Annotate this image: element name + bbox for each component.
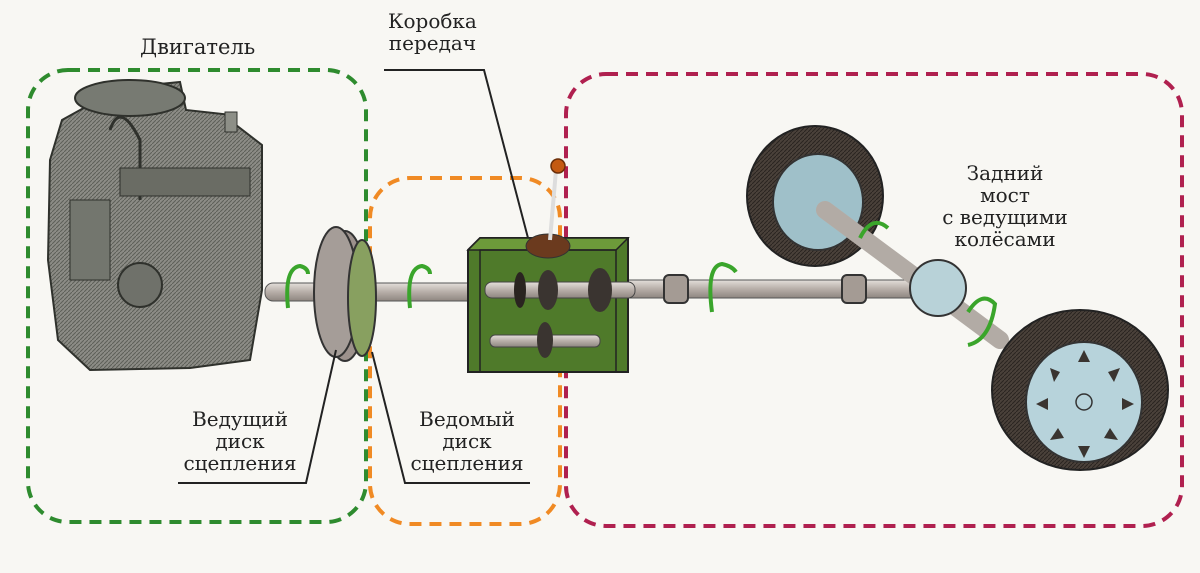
driven-disc-label-line: сцепления <box>410 451 524 475</box>
driving-disc-label: Ведущий диск сцепления <box>180 408 300 474</box>
driving-disc-leader-line <box>178 349 337 484</box>
rear-axle-label-line: Задний <box>966 161 1044 185</box>
rear-axle <box>746 125 1169 471</box>
rear-axle-label-line: колёсами <box>954 227 1056 251</box>
rotation-arrow-icon <box>407 263 432 309</box>
driven-disc <box>347 239 377 357</box>
engine-label: Двигатель <box>140 35 256 59</box>
engine <box>46 79 263 372</box>
clutch-assembly <box>313 226 377 362</box>
rotation-arrow-icon <box>285 263 310 309</box>
shift-boot <box>525 233 571 259</box>
rotation-arrow-icon <box>966 296 998 347</box>
differential <box>909 259 967 317</box>
rotation-arrow-icon <box>708 261 738 313</box>
universal-joint-front <box>663 274 689 304</box>
universal-joint-rear <box>841 274 867 304</box>
wheel-lower <box>991 309 1169 471</box>
shift-knob <box>550 158 566 174</box>
gearbox-label-line: передач <box>388 31 477 55</box>
gearbox-label: Коробка передач <box>388 10 477 54</box>
rotation-arrow-icon <box>858 220 890 239</box>
rear-axle-label-line: с ведущими <box>942 205 1068 229</box>
driven-disc-label: Ведомый диск сцепления <box>404 408 530 474</box>
rotation-arrows <box>285 220 998 347</box>
driven-disc-label-line: Ведомый <box>419 407 515 431</box>
gearbox <box>466 158 636 373</box>
driving-disc-label-line: диск <box>215 429 265 453</box>
shift-lever <box>548 169 558 241</box>
rear-axle-label: Задний мост с ведущими колёсами <box>940 162 1070 250</box>
driving-disc-label-line: Ведущий <box>192 407 288 431</box>
rear-axle-label-line: мост <box>980 183 1030 207</box>
driving-disc-label-line: сцепления <box>183 451 297 475</box>
driven-disc-leader-line <box>371 351 530 484</box>
gearbox-leader-line <box>384 69 529 239</box>
driven-disc-label-line: диск <box>442 429 492 453</box>
drive-shaft <box>599 279 921 299</box>
gearbox-label-line: Коробка <box>388 9 477 33</box>
rear-axle-zone-outline <box>564 72 1184 528</box>
